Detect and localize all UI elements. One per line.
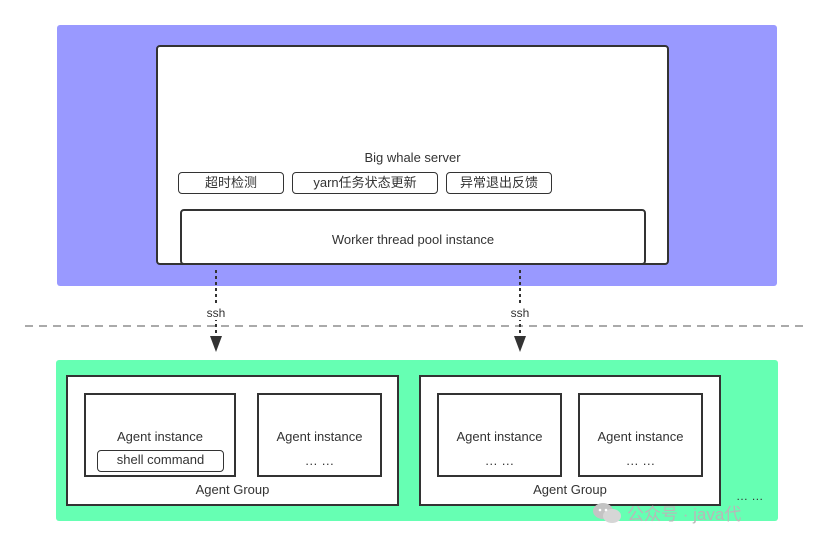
- worker-thread-pool-label: Worker thread pool instance: [331, 232, 495, 247]
- watermark-text: 公众号 · java代: [627, 505, 742, 524]
- agent-group-label: Agent Group: [195, 482, 270, 497]
- agent-group-label: Agent Group: [533, 482, 607, 497]
- ssh-label-right: ssh: [500, 306, 540, 320]
- task-yarn-status-update: yarn任务状态更新: [292, 172, 438, 194]
- more-groups-ellipsis: … …: [736, 489, 764, 503]
- agent-instance-title: Agent instance: [456, 429, 543, 444]
- agent-instance-title: Agent instance: [116, 429, 203, 444]
- watermark: 公众号 · java代: [592, 500, 741, 525]
- task-abnormal-exit-feedback: 异常退出反馈: [446, 172, 552, 194]
- wechat-icon: [593, 503, 621, 523]
- arrow-down-icon: [210, 336, 222, 352]
- agent-instance-box: [257, 393, 382, 477]
- agent-instance-title: Agent instance: [276, 429, 363, 444]
- agent-instance-box: [437, 393, 562, 477]
- shell-command-box: shell command: [97, 450, 224, 472]
- agent-instance-title: Agent instance: [597, 429, 684, 444]
- agent-instance-box: [578, 393, 703, 477]
- agent-instance-ellipsis: … …: [625, 453, 656, 468]
- agent-instance-ellipsis: … …: [304, 453, 335, 468]
- ssh-label-left: ssh: [196, 306, 236, 320]
- agent-instance-ellipsis: … …: [484, 453, 515, 468]
- arrow-down-icon: [514, 336, 526, 352]
- worker-thread-pool-box: [180, 209, 646, 265]
- task-timeout-check: 超时检测: [178, 172, 284, 194]
- server-title: Big whale server: [364, 150, 461, 165]
